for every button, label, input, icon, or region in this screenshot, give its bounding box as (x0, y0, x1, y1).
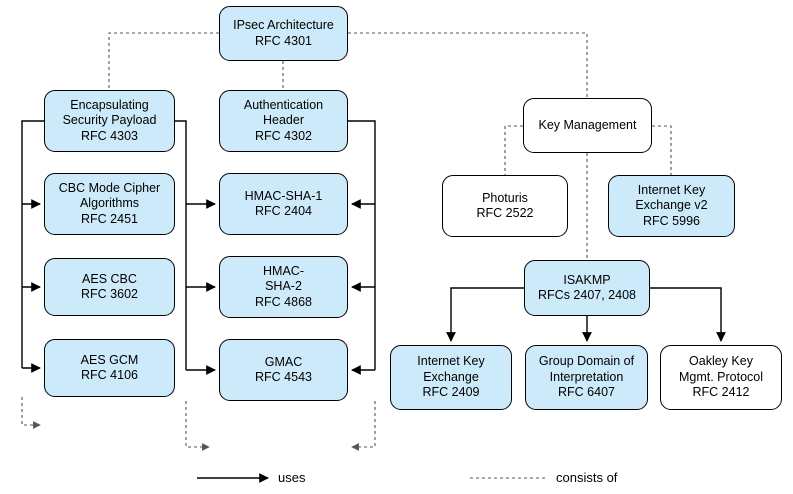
node-internet-key-exchange-v2[interactable]: Internet Key Exchange v2 RFC 5996 (608, 175, 735, 237)
node-line: Internet Key (637, 182, 706, 197)
node-line: Oakley Key (689, 354, 753, 369)
node-line: AES GCM (80, 352, 139, 367)
legend-uses-label: uses (278, 470, 306, 485)
node-line: RFC 2404 (255, 204, 312, 218)
node-line: AES CBC (82, 271, 137, 286)
node-line: Algorithms (79, 196, 140, 211)
node-line: RFC 4303 (81, 128, 138, 143)
legend-consists-of-label: consists of (556, 470, 618, 485)
consists-of-edges (21, 32, 672, 479)
node-line: RFC 3602 (81, 287, 138, 301)
node-hmac-sha-2[interactable]: HMAC- SHA-2 RFC 4868 (219, 256, 348, 318)
node-line: Security Payload (62, 113, 157, 128)
node-line: CBC Mode Cipher (58, 180, 161, 195)
node-ipsec-architecture[interactable]: IPsec Architecture RFC 4301 (219, 6, 348, 61)
node-line: RFC 5996 (643, 213, 700, 228)
node-line: Internet Key (417, 354, 485, 369)
node-line: GMAC (264, 354, 303, 369)
node-line: HMAC- (263, 263, 304, 278)
node-line: RFC 2522 (476, 206, 534, 220)
node-line: RFCs 2407, 2408 (538, 288, 636, 302)
node-line: RFC 4106 (81, 368, 138, 382)
node-line: RFC 2451 (81, 211, 138, 226)
node-line: IPsec Architecture (233, 18, 334, 32)
node-line: Exchange v2 (635, 198, 708, 213)
node-line: RFC 4543 (255, 370, 312, 384)
node-line: Authentication (243, 97, 324, 112)
node-internet-key-exchange[interactable]: Internet Key Exchange RFC 2409 (390, 345, 512, 410)
node-encapsulating-security-payload[interactable]: Encapsulating Security Payload RFC 4303 (44, 90, 175, 152)
node-line: RFC 2409 (422, 385, 480, 400)
node-hmac-sha-1[interactable]: HMAC-SHA-1 RFC 2404 (219, 173, 348, 235)
node-line: Exchange (423, 369, 479, 384)
node-line: Encapsulating (70, 97, 149, 112)
node-gmac[interactable]: GMAC RFC 4543 (219, 339, 348, 401)
node-line: RFC 4868 (255, 294, 312, 309)
node-key-management[interactable]: Key Management (523, 98, 652, 153)
node-aes-gcm[interactable]: AES GCM RFC 4106 (44, 339, 175, 397)
node-line: Mgmt. Protocol (678, 369, 764, 384)
node-line: RFC 4302 (255, 128, 312, 143)
node-line: Key Management (538, 117, 637, 132)
node-aes-cbc[interactable]: AES CBC RFC 3602 (44, 258, 175, 316)
node-line: SHA-2 (265, 279, 302, 294)
node-line: ISAKMP (563, 272, 611, 287)
uses-edges (21, 120, 726, 483)
node-group-domain-of-interpretation[interactable]: Group Domain of Interpretation RFC 6407 (525, 345, 648, 410)
node-line: RFC 6407 (558, 385, 615, 400)
node-oakley-key-mgmt-protocol[interactable]: Oakley Key Mgmt. Protocol RFC 2412 (660, 345, 782, 410)
node-cbc-mode-cipher-algorithms[interactable]: CBC Mode Cipher Algorithms RFC 2451 (44, 173, 175, 235)
node-authentication-header[interactable]: Authentication Header RFC 4302 (219, 90, 348, 152)
node-isakmp[interactable]: ISAKMP RFCs 2407, 2408 (524, 260, 650, 316)
node-line: HMAC-SHA-1 (244, 188, 323, 203)
node-line: RFC 2412 (692, 385, 750, 400)
node-photuris[interactable]: Photuris RFC 2522 (442, 175, 568, 237)
node-line: Interpretation (549, 369, 624, 384)
node-line: Group Domain of (538, 354, 635, 369)
node-line: Header (263, 113, 304, 128)
node-line: Photuris (482, 190, 528, 205)
node-line: RFC 4301 (255, 33, 312, 48)
